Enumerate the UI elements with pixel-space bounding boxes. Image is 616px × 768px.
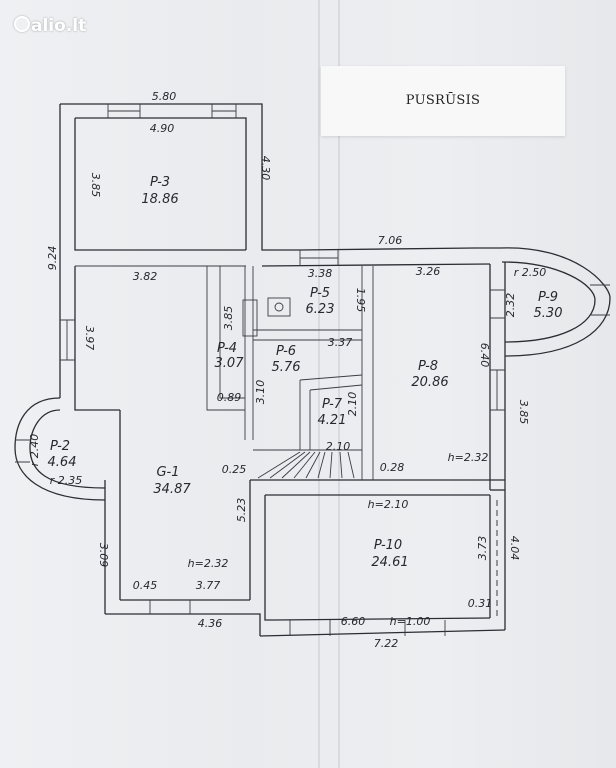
dimension-label: 7.22 <box>374 637 399 650</box>
dimension-label: 7.06 <box>378 234 403 247</box>
room-p3-name: P-3 <box>150 175 170 190</box>
dimension-label: 0.45 <box>133 579 158 592</box>
room-p3-area: 18.86 <box>141 192 178 207</box>
staircase <box>257 451 355 479</box>
dimension-label: 3.38 <box>308 267 333 280</box>
room-p2-area: 4.64 <box>48 455 77 470</box>
dimension-label: 3.09 <box>97 543 110 568</box>
dimension-label: 0.89 <box>217 391 242 404</box>
dimension-label: 6.40 <box>478 343 491 368</box>
room-p8-name: P-8 <box>418 359 438 374</box>
room-p7-name: P-7 <box>322 397 343 412</box>
watermark-logo: alio.lt <box>14 16 86 36</box>
room-p5-name: P-5 <box>310 286 330 301</box>
dimension-label: h=1.00 <box>390 615 431 628</box>
dimension-label: h=2.32 <box>188 557 229 570</box>
dimension-label: 3.10 <box>254 380 267 405</box>
room-g1-name: G-1 <box>156 465 179 480</box>
room-p5-area: 6.23 <box>306 302 335 317</box>
dimension-label: 0.31 <box>468 597 493 610</box>
outer-walls <box>14 103 611 637</box>
dimension-label: 3.85 <box>89 173 102 198</box>
room-p10-area: 24.61 <box>371 555 408 570</box>
paper-fold <box>318 0 320 768</box>
dimension-label: 3.97 <box>83 326 96 351</box>
room-p7-area: 4.21 <box>318 413 347 428</box>
room-p4-area: 3.07 <box>215 356 245 371</box>
dimension-label: 3.77 <box>196 579 221 592</box>
watermark-logo-icon <box>14 16 30 32</box>
dimension-label: 3.82 <box>133 270 158 283</box>
dimension-label: 5.23 <box>235 498 248 523</box>
dimension-labels: 5.80 4.90 3.85 4.30 9.24 7.06 3.82 3.38 … <box>28 90 546 650</box>
interior-walls <box>75 265 374 480</box>
room-p9-area: 5.30 <box>534 306 563 321</box>
dimension-label: r 2.50 <box>514 266 547 279</box>
dimension-label: 4.30 <box>259 156 272 181</box>
room-p4-name: P-4 <box>217 341 237 356</box>
dimension-label: h=2.10 <box>368 498 409 511</box>
room-p2-name: P-2 <box>50 439 70 454</box>
dimension-label: 3.85 <box>222 306 235 331</box>
plan-title-card: PUSRŪSIS <box>321 66 565 136</box>
dimension-label: 2.10 <box>346 392 359 417</box>
dimension-label: 1.95 <box>354 288 367 313</box>
paper-fold <box>338 0 340 768</box>
dimension-label: 3.85 <box>517 400 530 425</box>
dimension-label: 2.32 <box>504 293 517 318</box>
room-labels: P-3 18.86 P-5 6.23 P-4 3.07 P-6 5.76 P-7… <box>48 175 563 570</box>
dimension-label: 3.73 <box>476 536 489 561</box>
dimension-label: 4.04 <box>508 536 521 561</box>
plan-title: PUSRŪSIS <box>405 93 481 108</box>
dimension-label: 0.25 <box>222 463 247 476</box>
dimension-label: r 2.40 <box>28 434 41 467</box>
room-g1-area: 34.87 <box>153 482 191 497</box>
dimension-label: h=2.32 <box>448 451 489 464</box>
dimension-label: 0.28 <box>380 461 405 474</box>
room-p9-name: P-9 <box>538 290 558 305</box>
dimension-label: 3.37 <box>328 336 353 349</box>
dimension-label: 2.10 <box>326 440 351 453</box>
watermark-text: alio.lt <box>31 16 87 36</box>
room-p10-name: P-10 <box>374 538 402 553</box>
dimension-label: 5.80 <box>152 90 177 103</box>
dimension-label: 3.26 <box>416 265 441 278</box>
windows <box>15 104 610 636</box>
room-p6-area: 5.76 <box>272 360 301 375</box>
room-p6-name: P-6 <box>276 344 296 359</box>
chimney-blocks <box>242 297 291 337</box>
dimension-label: 6.60 <box>341 615 366 628</box>
dimension-label: r 2.35 <box>50 474 83 487</box>
dimension-label: 4.90 <box>150 122 175 135</box>
room-p8-area: 20.86 <box>411 375 448 390</box>
dimension-label: 9.24 <box>46 246 59 271</box>
dimension-label: 4.36 <box>198 617 223 630</box>
